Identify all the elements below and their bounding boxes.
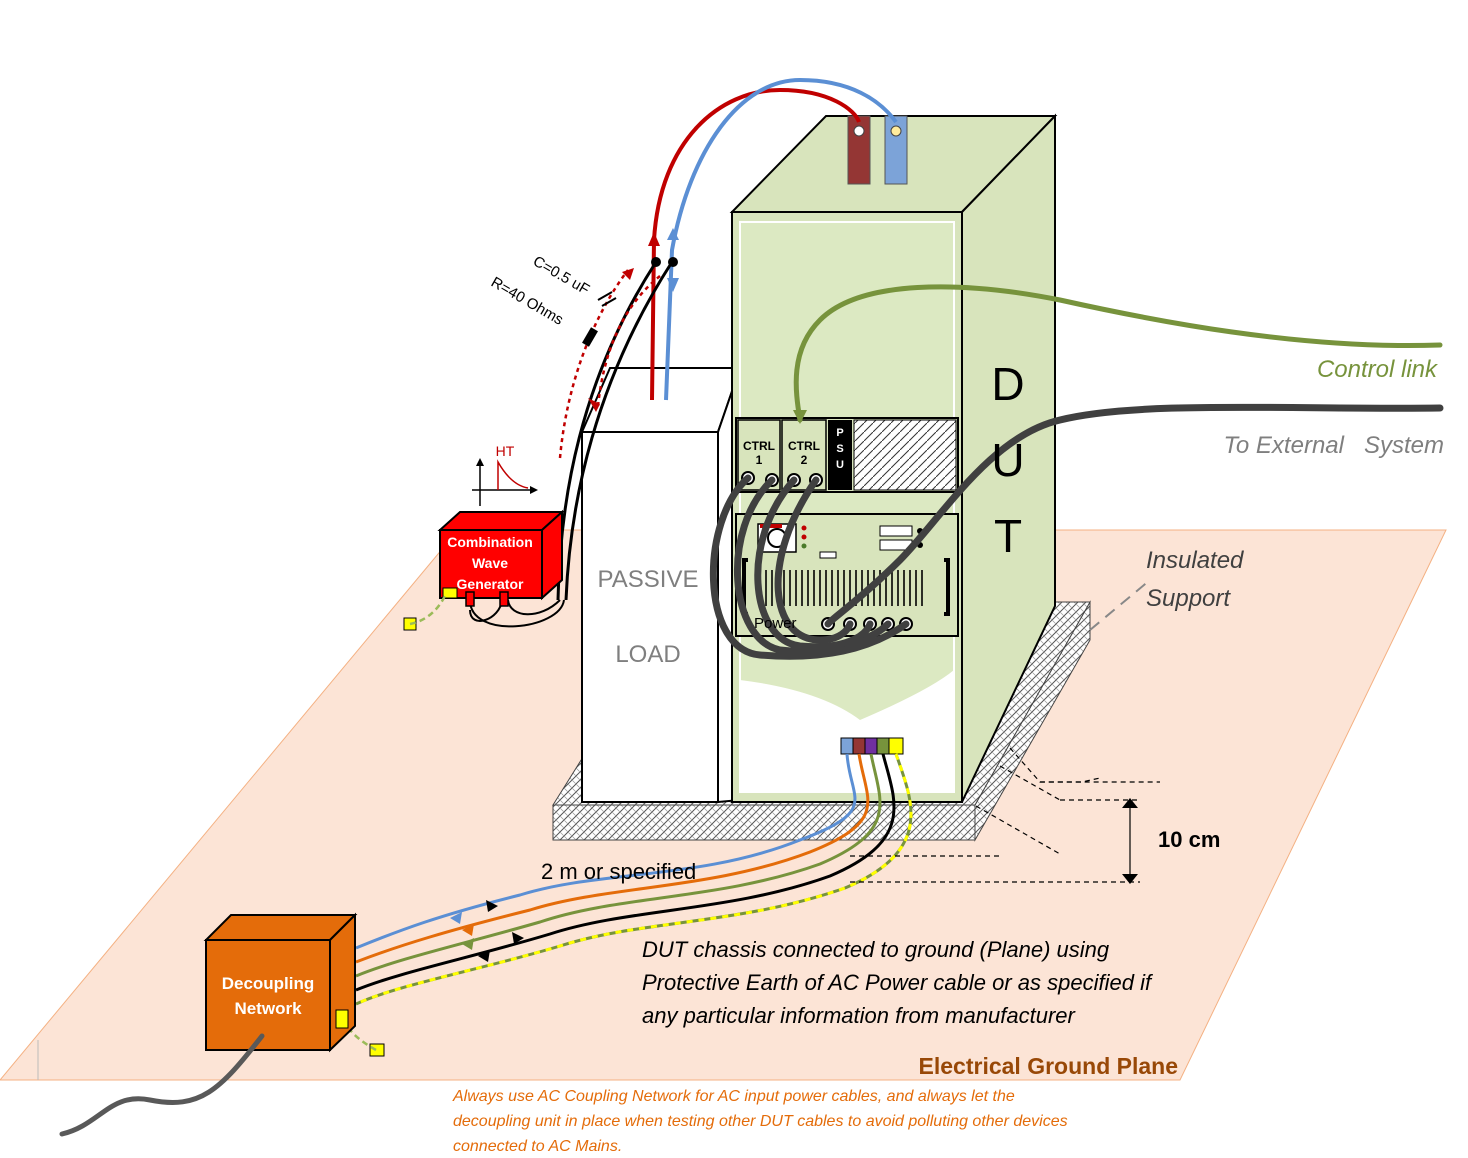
ground-plane-label: Electrical Ground Plane: [919, 1053, 1178, 1079]
capacitor-label: C=0.5 uF: [530, 253, 592, 299]
dut-power-terminals: [847, 115, 908, 185]
surge-waveform-icon: [472, 458, 538, 506]
psu-label-u: U: [836, 459, 844, 471]
ht-label: HT: [496, 443, 515, 459]
power-label: Power: [754, 615, 797, 632]
cwg-label-1: Combination: [447, 534, 533, 550]
height-label: 10 cm: [1158, 827, 1220, 852]
ctrl2-label-a: CTRL: [788, 439, 820, 453]
psu-label-s: S: [836, 443, 843, 455]
passive-load-label-1: PASSIVE: [598, 566, 699, 593]
passive-load: [580, 367, 742, 804]
cwg-label-2: Wave: [472, 555, 508, 571]
passive-load-label-2: LOAD: [615, 641, 680, 668]
mains-cable: [59, 1033, 265, 1137]
ground-terminal-icon: [369, 1043, 385, 1057]
external-system-cable: [824, 403, 1444, 628]
chassis-note-line-3: any particular information from manufact…: [642, 1003, 1077, 1028]
dut-letter-u: U: [991, 434, 1024, 486]
decoupling-network: [203, 912, 358, 1053]
decoupling-label-2: Network: [234, 999, 302, 1018]
combination-wave-generator: [437, 509, 565, 607]
footnote-line-1: Always use AC Coupling Network for AC in…: [452, 1088, 1015, 1105]
psu-label-p: P: [836, 427, 843, 439]
footnote-line-3: connected to AC Mains.: [453, 1138, 622, 1155]
external-system-label: To External System: [1223, 432, 1444, 459]
footnote-line-2: decoupling unit in place when testing ot…: [453, 1113, 1068, 1130]
support-pointer-line: [1089, 579, 1151, 631]
ctrl1-label-b: 1: [756, 453, 763, 467]
signal-cables: [710, 474, 910, 660]
ac-cables: [355, 753, 913, 1006]
dut-cabinet: [729, 113, 1058, 803]
decoupling-label-1: Decoupling: [222, 974, 315, 993]
ac-terminal-block: [840, 737, 904, 755]
cable-length-label: 2 m or specified: [541, 859, 696, 884]
insulated-support-label-2: Support: [1146, 585, 1231, 612]
insulated-support-label-1: Insulated: [1146, 547, 1244, 574]
dut-letter-t: T: [994, 510, 1022, 562]
height-dimension: [850, 747, 1160, 883]
power-cables: [650, 77, 898, 401]
chassis-note-line-1: DUT chassis connected to ground (Plane) …: [642, 937, 1110, 962]
ctrl1-label-a: CTRL: [743, 439, 775, 453]
control-link-label: Control link: [1317, 356, 1439, 383]
control-link-cable: [793, 284, 1443, 423]
resistor-label: R=40 Ohms: [488, 274, 566, 329]
dut-letter-d: D: [991, 358, 1024, 410]
chassis-note-line-2: Protective Earth of AC Power cable or as…: [642, 970, 1154, 995]
cwg-label-3: Generator: [457, 576, 524, 592]
ctrl2-label-b: 2: [801, 453, 808, 467]
